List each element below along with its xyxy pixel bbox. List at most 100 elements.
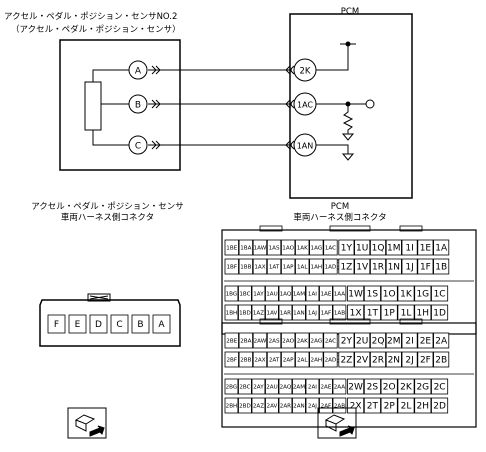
connector-pin-label: 2G xyxy=(416,383,429,393)
connector-pin-label: A xyxy=(158,320,165,330)
connector-pin: 1AT xyxy=(266,258,282,275)
connector-pin: 2A xyxy=(433,332,450,349)
connector-pin-label: 1AA xyxy=(334,292,346,298)
connector-pin-label: 2AD xyxy=(325,358,337,364)
connector-pin-label: 2Z xyxy=(340,356,352,366)
connector-pin-label: 1BA xyxy=(240,246,251,252)
connector-pin: 1V xyxy=(354,258,371,275)
latch-hatch xyxy=(89,295,109,300)
connector-pin-label: 1AD xyxy=(325,265,337,271)
connector-pin-label: 2BG xyxy=(226,385,238,391)
connector-pin: 1AR xyxy=(278,304,293,321)
connector-pin-label: 2Y xyxy=(341,337,353,347)
connector-pin-label: 2B xyxy=(435,356,447,366)
connector-pin-label: 2X xyxy=(350,402,362,412)
connector-pin-label: 1U xyxy=(356,244,368,254)
connector-pin: 1N xyxy=(385,258,402,275)
connector-pin-label: 1S xyxy=(367,290,379,300)
connector-pin: 2AA xyxy=(332,378,347,395)
connector-pin: 1AM xyxy=(292,285,306,302)
connector-pin-label: 1R xyxy=(372,263,384,273)
connector-pin-label: 2AT xyxy=(269,358,280,364)
connector-pin: 1BC xyxy=(238,285,252,302)
connector-pin: 1AH xyxy=(309,258,324,275)
connector-pin: 2AN xyxy=(292,397,306,414)
pcm-2k-line xyxy=(316,44,349,71)
connector-pin-label: 1AK xyxy=(297,246,308,252)
connector-pin-label: 1G xyxy=(416,290,429,300)
pcm-1ac-resistor xyxy=(342,104,354,134)
connector-pin-label: F xyxy=(54,320,59,330)
connector-pin-label: C xyxy=(116,320,122,330)
connector-pin: 2AT xyxy=(266,351,282,368)
connector-pin: 2P xyxy=(380,397,398,414)
connector-pin: 2H xyxy=(414,397,432,414)
connector-view-icon xyxy=(324,414,355,437)
pcm-connector-title-line1: PCM xyxy=(330,202,350,212)
connector-pin-label: 2M xyxy=(387,337,401,347)
connector-pin-label: 2BH xyxy=(226,404,238,410)
connector-tab xyxy=(329,318,371,325)
connector-pin: 2BC xyxy=(238,378,252,395)
connector-pin-label: 1AP xyxy=(283,265,294,271)
connector-pin: 1AG xyxy=(309,239,324,256)
chevron-icon xyxy=(151,140,161,150)
connector-pin: 2AM xyxy=(292,378,306,395)
connector-tab xyxy=(399,225,423,232)
connector-pin: 1X xyxy=(347,304,365,321)
connector-pin: 2Z xyxy=(338,351,355,368)
connector-pin: 1AE xyxy=(319,285,333,302)
connector-pin: 2X xyxy=(347,397,365,414)
connector-pin-label: 2K xyxy=(400,383,413,393)
connector-pin: 2AP xyxy=(280,351,296,368)
connector-pin: 2M xyxy=(385,332,402,349)
connector-pin: 2AH xyxy=(309,351,324,368)
connector-pin: 2S xyxy=(363,378,381,395)
connector-pin: 2BE xyxy=(224,332,239,349)
connector-pin-label: 2AB xyxy=(334,404,345,410)
connector-pin-label: 1AC xyxy=(325,246,336,252)
connector-pin: 1AZ xyxy=(251,304,266,321)
connector-tab xyxy=(329,225,371,232)
connector-pin: 1AC xyxy=(323,239,338,256)
connector-pin-label: 1BB xyxy=(240,265,251,271)
connector-pin: 1AS xyxy=(266,239,282,256)
connector-pin-label: 2AE xyxy=(320,385,331,391)
connector-pin-label: 1AH xyxy=(311,265,323,271)
connector-pin: 1BE xyxy=(224,239,239,256)
connector-pin: 1U xyxy=(354,239,371,256)
connector-pin: 1S xyxy=(363,285,381,302)
connector-pin: 2F xyxy=(417,351,434,368)
connector-pin-label: 2AR xyxy=(280,404,291,410)
connector-pin: 2BG xyxy=(224,378,239,395)
connector-pin: 2N xyxy=(385,351,402,368)
connector-pin-label: 1AI xyxy=(308,292,317,298)
connector-pin-label: 1AF xyxy=(321,311,332,317)
connector-pin-label: 1P xyxy=(384,309,396,319)
connector-pin: 1B xyxy=(433,258,450,275)
sensor-pin-c xyxy=(128,135,148,155)
connector-pin-label: 1F xyxy=(420,263,431,273)
connector-pin: 2E xyxy=(417,332,434,349)
connector-tab xyxy=(259,318,283,325)
connector-pin: 2AB xyxy=(332,397,347,414)
sensor-title-line1: アクセル・ペダル・ポジション・センサNO.2 xyxy=(4,12,178,22)
sensor-wire-a xyxy=(92,69,136,82)
connector-pin: 1R xyxy=(369,258,386,275)
connector-pin: 2AY xyxy=(251,378,266,395)
connector-pin-label: 2AS xyxy=(269,339,280,345)
connector-pin: 2D xyxy=(431,397,449,414)
connector-pin: 1AI xyxy=(305,285,320,302)
connector-pin-label: 1H xyxy=(417,309,430,319)
connector-pin-label: 1BC xyxy=(239,292,250,298)
connector-pin: 2BB xyxy=(238,351,254,368)
connector-pin: 1H xyxy=(414,304,432,321)
connector-pin: 2AD xyxy=(323,351,338,368)
connector-pin: 2AJ xyxy=(305,397,320,414)
connector-pin-label: 2E xyxy=(420,337,432,347)
connector-pin: 2AE xyxy=(319,378,333,395)
connector-pin: 2BF xyxy=(224,351,239,368)
sensor-title-line2: （アクセル・ペダル・ポジション・センサ） xyxy=(11,25,181,35)
